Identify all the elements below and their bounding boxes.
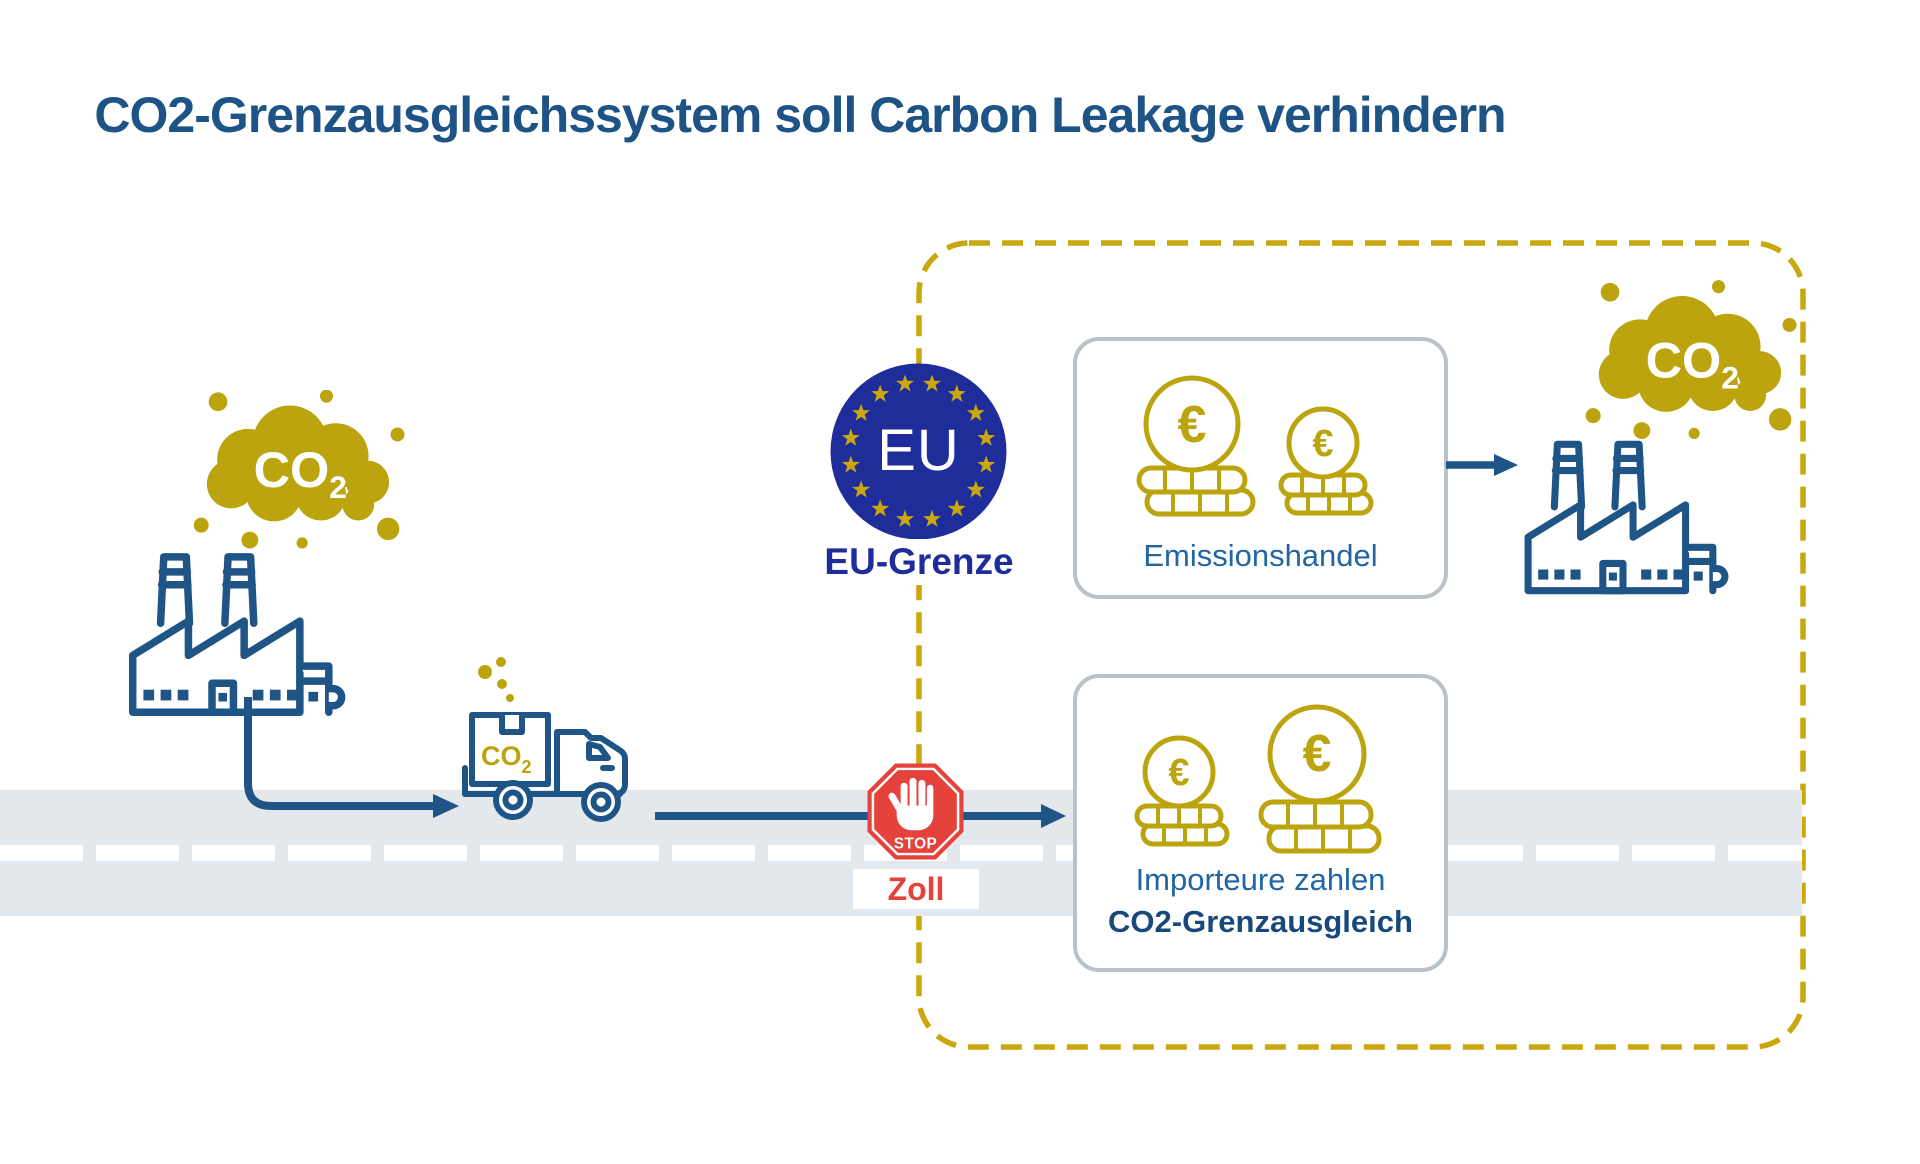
factory-right-icon xyxy=(1524,440,1729,595)
card-importers-pay: € € Importeure zahlen CO2-Grenzausgleich xyxy=(1073,674,1448,972)
stop-sign-icon: STOP xyxy=(867,763,964,860)
emissions-card-label: Emissionshandel xyxy=(1143,538,1378,573)
importers-card-label-line1: Importeure zahlen xyxy=(1135,862,1386,897)
euro-symbol: € xyxy=(1168,752,1189,794)
euro-symbol: € xyxy=(1178,396,1207,454)
eu-badge-text: EU xyxy=(877,418,960,483)
truck-icon: CO2 xyxy=(462,657,628,822)
arrow-truck-to-border-icon xyxy=(655,804,1066,828)
co2-cloud-right-text: CO2 xyxy=(1646,331,1739,395)
eu-flag-icon: EU xyxy=(830,363,1007,540)
coins-importers-icon: € € xyxy=(1134,704,1382,854)
co2-cloud-left-text: CO2 xyxy=(254,441,347,505)
card-emissions-trading: € € Emissionshandel xyxy=(1073,337,1448,599)
factory-left-icon xyxy=(128,553,346,716)
page-title: CO2-Grenzausgleichssystem soll Carbon Le… xyxy=(94,87,1506,143)
arrow-card-to-factory-icon xyxy=(1446,454,1518,476)
euro-symbol: € xyxy=(1312,423,1333,465)
arrow-factory-to-truck-icon xyxy=(244,697,459,818)
co2-cloud-left-icon: CO2 xyxy=(193,390,405,549)
co2-cloud-right-icon: CO2 xyxy=(1585,280,1797,440)
stop-sign-text: STOP xyxy=(894,836,937,853)
customs-label: Zoll xyxy=(853,869,979,909)
importers-card-label-line2: CO2-Grenzausgleich xyxy=(1108,904,1413,939)
eu-border-label: EU-Grenze xyxy=(806,539,1032,585)
euro-symbol: € xyxy=(1303,725,1332,783)
truck-box-co2-text: CO2 xyxy=(481,741,532,777)
stop-hand-icon xyxy=(888,777,934,831)
coins-emissions-icon: € € xyxy=(1136,375,1374,517)
